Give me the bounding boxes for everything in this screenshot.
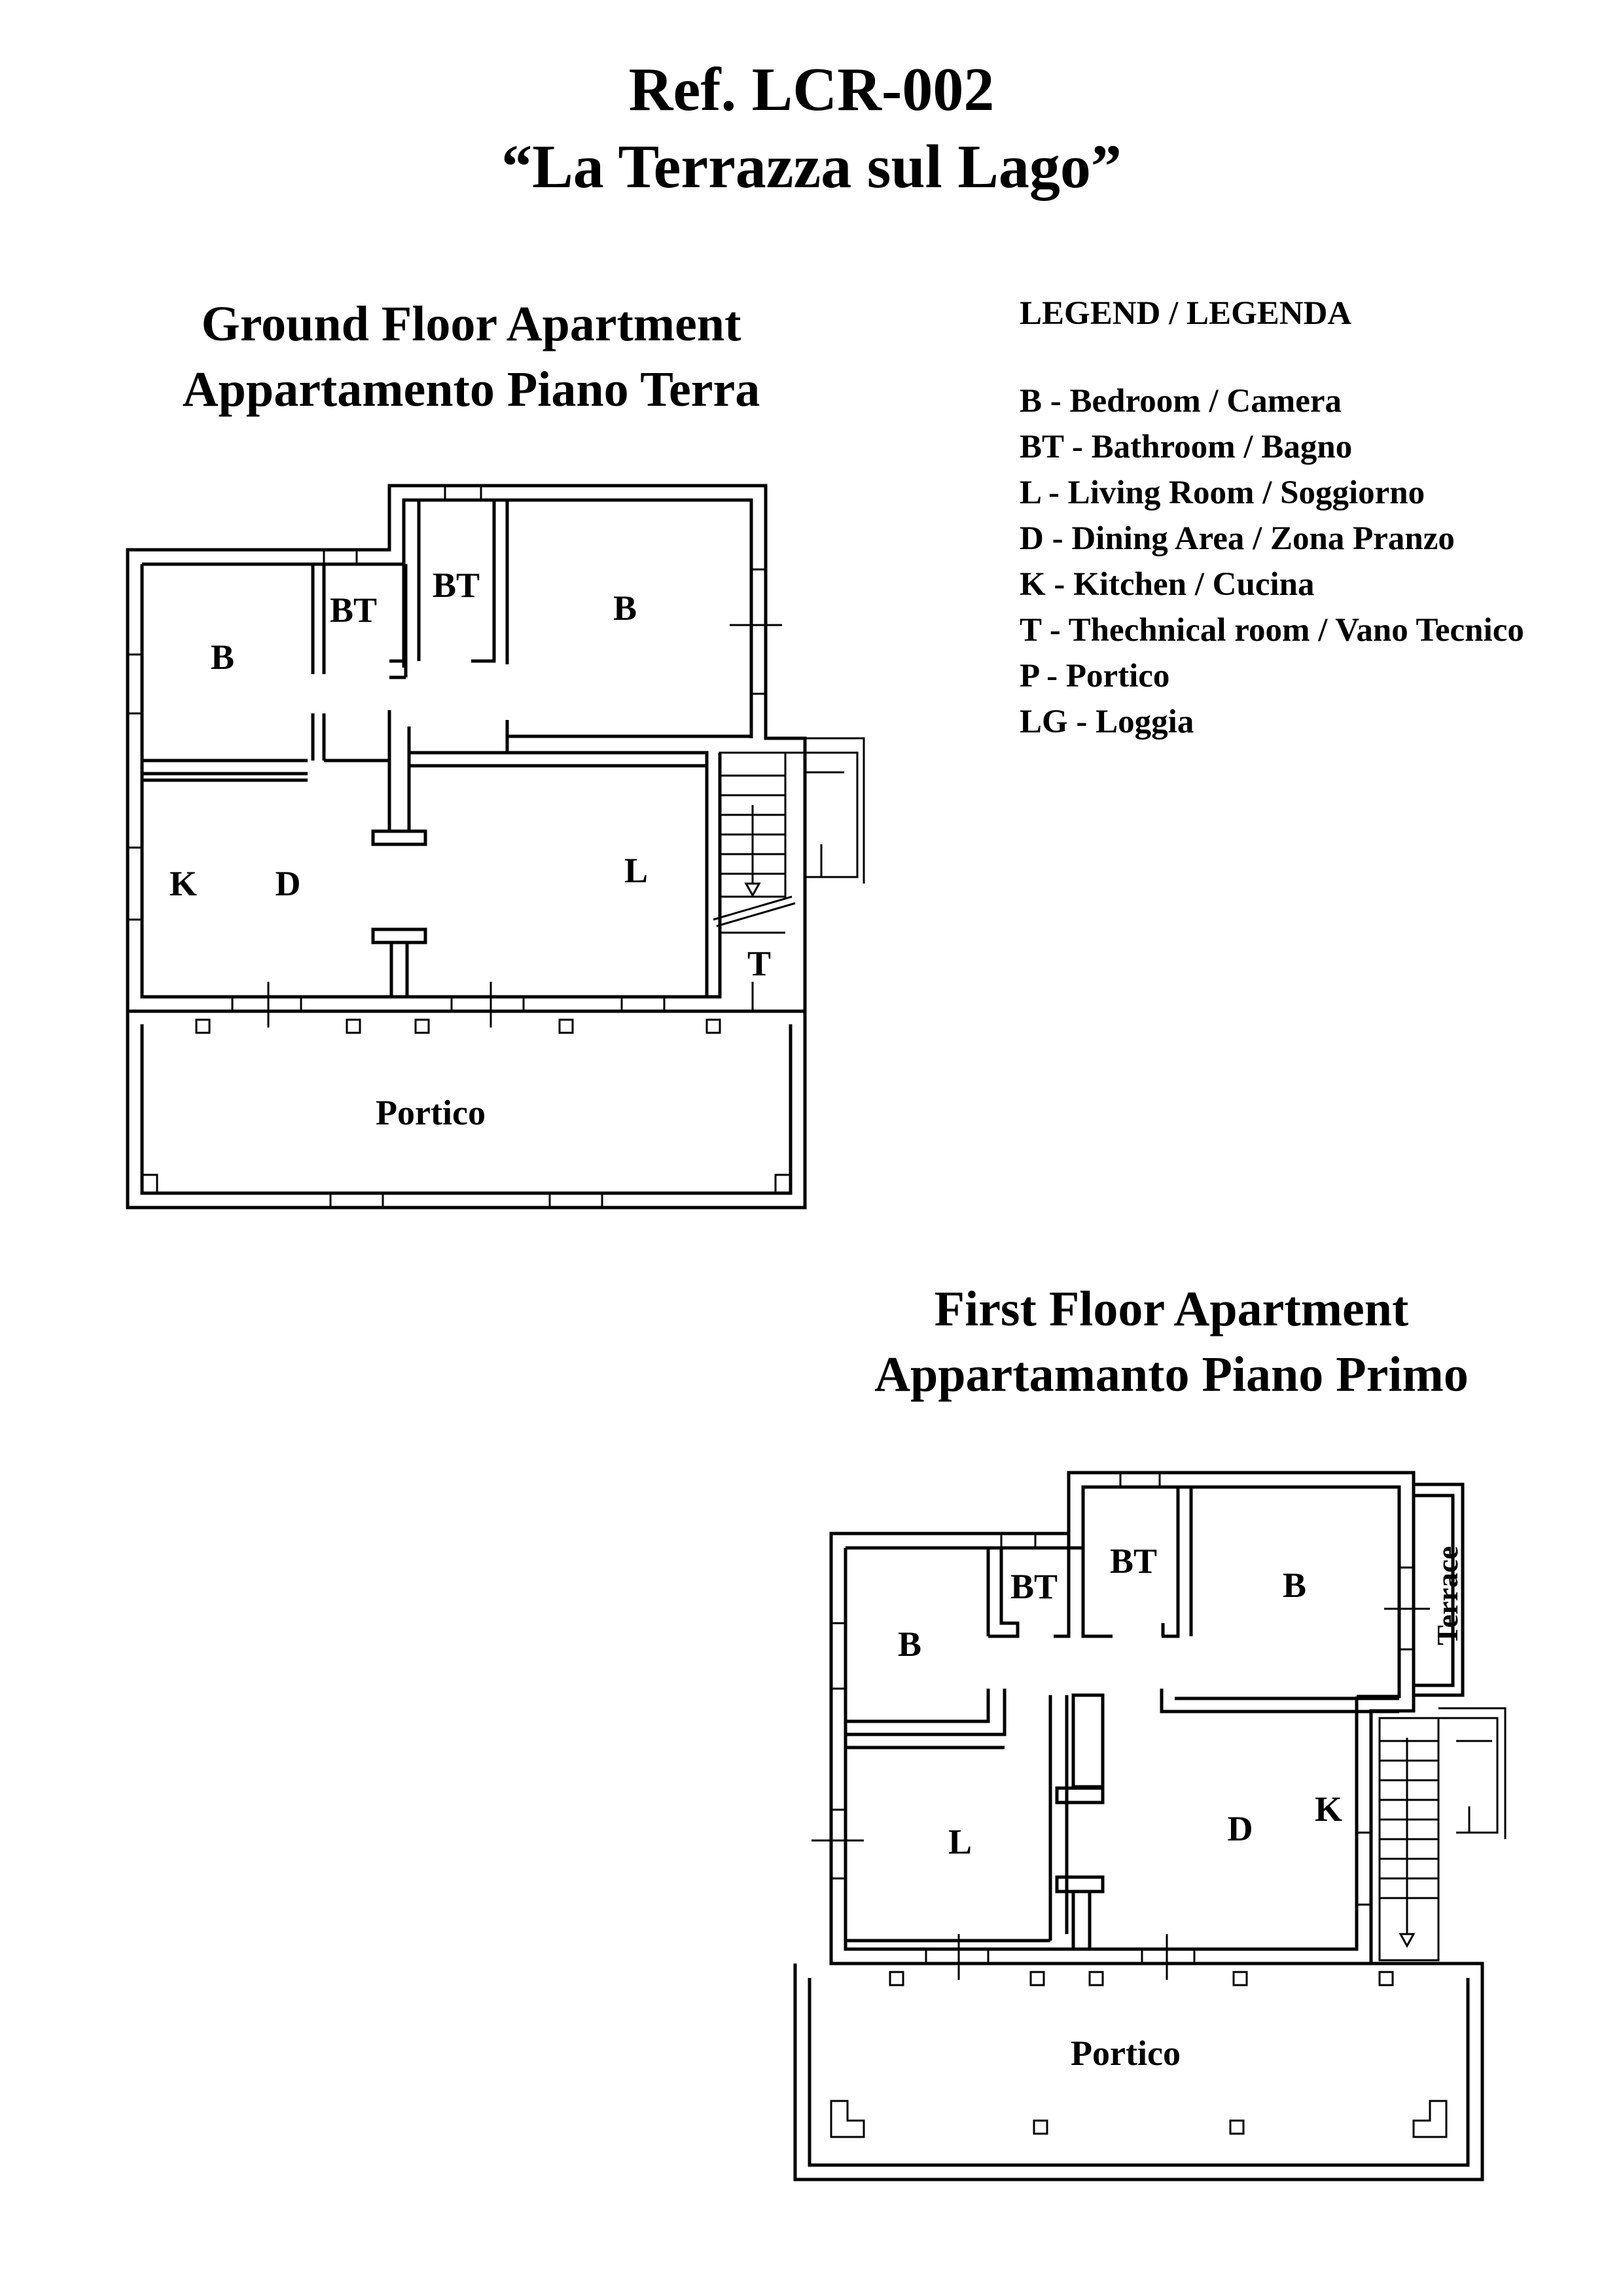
ground-floor-windows (126, 484, 782, 1028)
ground-floor-walls (126, 484, 807, 1013)
first-bathroom-1-label: BT (1010, 1567, 1058, 1606)
ground-dining-label: D (276, 864, 301, 903)
ground-floor-title: Ground Floor Apartment Appartamento Pian… (111, 291, 831, 422)
first-kitchen-label: K (1315, 1789, 1342, 1829)
property-name: “La Terrazza sul Lago” (501, 133, 1122, 201)
ground-bedroom-1-label: B (211, 637, 234, 677)
ground-floor-title-en: Ground Floor Apartment (201, 296, 741, 351)
ground-bedroom-2-label: B (613, 588, 637, 628)
legend-item: P - Portico (1020, 658, 1170, 694)
first-floor-title-it: Appartamanto Piano Primo (874, 1347, 1469, 1402)
first-floor-windows (812, 1471, 1430, 1980)
first-bedroom-1-label: B (898, 1624, 921, 1664)
legend-item: BT - Bathroom / Bagno (1020, 429, 1353, 465)
first-floor-plan: B BT BT B Terrace L D K Portico (793, 1471, 1507, 2181)
first-bedroom-2-label: B (1283, 1566, 1306, 1605)
ground-floor-stairs (713, 737, 865, 1011)
first-dining-label: D (1228, 1809, 1253, 1848)
ground-floor-title-it: Appartamento Piano Terra (182, 362, 760, 417)
reference-code: Ref. LCR-002 (628, 56, 995, 124)
legend-item: T - Thechnical room / Vano Tecnico (1020, 612, 1524, 649)
first-living-label: L (948, 1822, 972, 1861)
legend-title: LEGEND / LEGENDA (1020, 295, 1352, 332)
legend-item: K - Kitchen / Cucina (1020, 566, 1315, 603)
legend-item: B - Bedroom / Camera (1020, 383, 1342, 420)
first-floor-labels: B BT BT B Terrace L D K Portico (898, 1541, 1464, 2073)
legend-item: L - Living Room / Soggiorno (1020, 475, 1425, 511)
ground-floor-plan: B BT BT B K D L T Portico (126, 484, 865, 1210)
legend: LEGEND / LEGENDA B - Bedroom / Camera BT… (1020, 295, 1524, 745)
first-floor-stairs (1378, 1707, 1507, 1962)
first-terrace-label: Terrace (1431, 1546, 1464, 1645)
first-portico-label: Portico (1071, 2034, 1181, 2073)
first-floor-title-en: First Floor Apartment (934, 1282, 1409, 1336)
legend-item: D - Dining Area / Zona Pranzo (1020, 520, 1455, 557)
ground-kitchen-label: K (169, 864, 197, 903)
ground-bathroom-1-label: BT (330, 590, 377, 630)
ground-floor-portico (126, 1011, 807, 1210)
ground-bathroom-2-label: BT (433, 565, 480, 605)
first-floor-portico (793, 1962, 1484, 2181)
first-floor-title: First Floor Apartment Appartamanto Piano… (772, 1276, 1571, 1407)
first-bathroom-2-label: BT (1110, 1541, 1157, 1581)
ground-portico-label: Portico (376, 1093, 486, 1132)
ground-living-label: L (624, 851, 648, 890)
ground-floor-labels: B BT BT B K D L T Portico (169, 565, 771, 1132)
legend-item: LG - Loggia (1020, 704, 1194, 740)
first-floor-walls (829, 1471, 1465, 1965)
ground-technical-label: T (747, 944, 771, 983)
